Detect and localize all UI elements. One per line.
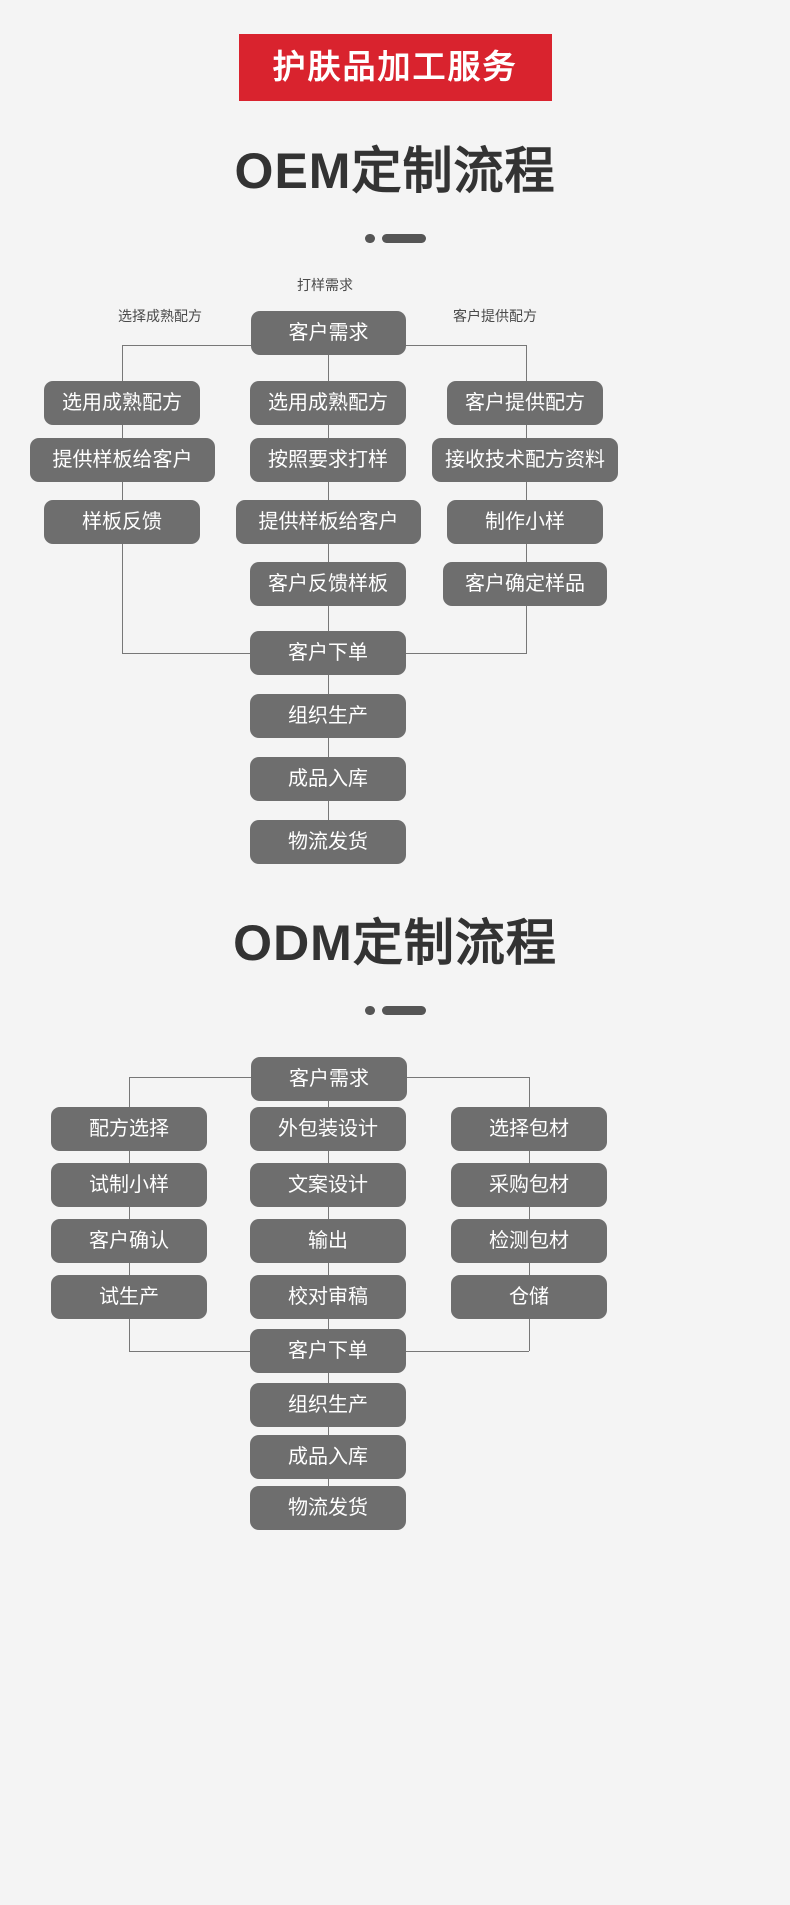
divider-dash-icon	[381, 1006, 426, 1016]
odm-left-conn-0	[129, 1151, 130, 1163]
oem-branch-line-right	[406, 345, 526, 346]
odm-branch-line-left	[129, 1077, 251, 1078]
oem-right-conn-1	[526, 482, 527, 500]
oem-left-conn-1	[122, 482, 123, 500]
oem-tail-conn-2	[328, 801, 329, 820]
oem-tail-conn-0	[328, 675, 329, 694]
oem-branch-drop-left	[122, 345, 123, 381]
oem-right-node-1: 接收技术配方资料	[432, 438, 618, 482]
odm-right-node-1: 采购包材	[451, 1163, 607, 1207]
odm-right-node-0: 选择包材	[451, 1107, 607, 1151]
oem-left-merge-line	[122, 653, 252, 654]
odm-branch-drop-left	[129, 1077, 130, 1107]
oem-edge-label-center: 打样需求	[297, 277, 353, 293]
oem-right-merge-drop	[526, 606, 527, 653]
oem-right-conn-0	[526, 425, 527, 443]
odm-branch-drop-right	[529, 1077, 530, 1107]
oem-center-node-2: 提供样板给客户	[236, 500, 421, 544]
odm-center-node-1: 文案设计	[250, 1163, 406, 1207]
odm-left-node-3: 试生产	[51, 1275, 207, 1319]
odm-section-title: ODM定制流程	[233, 915, 557, 971]
oem-left-node-2: 样板反馈	[44, 500, 200, 544]
oem-left-conn-0	[122, 425, 123, 443]
oem-right-node-3: 客户确定样品	[443, 562, 607, 606]
odm-tail-conn-0	[328, 1373, 329, 1385]
odm-left-conn-2	[129, 1263, 130, 1275]
oem-left-node-1: 提供样板给客户	[30, 438, 215, 482]
odm-right-node-2: 检测包材	[451, 1219, 607, 1263]
odm-right-merge-line	[406, 1351, 529, 1352]
oem-right-node-2: 制作小样	[447, 500, 603, 544]
oem-edge-label-left: 选择成熟配方	[118, 308, 202, 324]
header-banner-wrap: 护肤品加工服务	[0, 34, 790, 101]
oem-tail-node-0: 组织生产	[250, 694, 406, 738]
odm-left-node-0: 配方选择	[51, 1107, 207, 1151]
odm-center-node-3: 校对审稿	[250, 1275, 406, 1319]
odm-tail-node-2: 物流发货	[250, 1486, 406, 1530]
odm-tail-node-1: 成品入库	[250, 1435, 406, 1479]
odm-left-merge-drop	[129, 1319, 130, 1351]
odm-left-conn-1	[129, 1207, 130, 1219]
oem-branch-line-left	[122, 345, 252, 346]
odm-branch-drop-center	[328, 1101, 329, 1107]
oem-node-merge: 客户下单	[250, 631, 406, 675]
odm-tail-node-0: 组织生产	[250, 1383, 406, 1427]
oem-branch-drop-center	[328, 355, 329, 381]
oem-left-merge-drop	[122, 544, 123, 653]
odm-center-node-0: 外包装设计	[250, 1107, 406, 1151]
odm-right-conn-2	[529, 1263, 530, 1275]
oem-center-node-0: 选用成熟配方	[250, 381, 406, 425]
odm-center-node-2: 输出	[250, 1219, 406, 1263]
odm-center-conn-1	[328, 1207, 329, 1219]
oem-title-divider	[0, 230, 790, 244]
oem-tail-conn-1	[328, 738, 329, 757]
odm-title-divider	[0, 1002, 790, 1016]
oem-branch-drop-right	[526, 345, 527, 381]
oem-center-conn-3	[328, 606, 329, 631]
divider-dot-icon	[364, 1006, 375, 1016]
oem-right-node-0: 客户提供配方	[447, 381, 603, 425]
oem-tail-node-2: 物流发货	[250, 820, 406, 864]
header-banner: 护肤品加工服务	[238, 34, 552, 101]
oem-center-node-1: 按照要求打样	[250, 438, 406, 482]
odm-right-conn-1	[529, 1207, 530, 1219]
oem-left-node-0: 选用成熟配方	[44, 381, 200, 425]
odm-center-conn-0	[328, 1151, 329, 1163]
oem-right-merge-line	[406, 653, 527, 654]
odm-center-conn-3	[328, 1319, 329, 1331]
odm-right-node-3: 仓储	[451, 1275, 607, 1319]
oem-tail-node-1: 成品入库	[250, 757, 406, 801]
oem-center-conn-1	[328, 482, 329, 500]
odm-tail-conn-1	[328, 1427, 329, 1439]
odm-branch-line-right	[407, 1077, 529, 1078]
odm-left-node-1: 试制小样	[51, 1163, 207, 1207]
divider-dash-icon	[381, 234, 426, 244]
oem-center-conn-0	[328, 425, 329, 443]
odm-right-merge-drop	[529, 1319, 530, 1351]
oem-center-conn-2	[328, 544, 329, 562]
odm-node-root: 客户需求	[251, 1057, 407, 1101]
oem-section-title: OEM定制流程	[234, 143, 556, 199]
odm-node-merge: 客户下单	[250, 1329, 406, 1373]
odm-right-conn-0	[529, 1151, 530, 1163]
odm-tail-conn-2	[328, 1479, 329, 1491]
oem-edge-label-right: 客户提供配方	[453, 308, 537, 324]
oem-center-node-3: 客户反馈样板	[250, 562, 406, 606]
oem-node-root: 客户需求	[251, 311, 406, 355]
divider-dot-icon	[364, 234, 375, 244]
oem-right-conn-2	[526, 544, 527, 562]
odm-left-merge-line	[129, 1351, 251, 1352]
odm-center-conn-2	[328, 1263, 329, 1275]
odm-left-node-2: 客户确认	[51, 1219, 207, 1263]
